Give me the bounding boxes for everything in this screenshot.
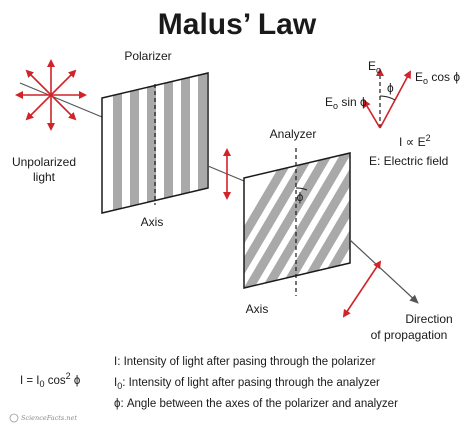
legend-line-intensity-polarizer: I: Intensity of light after pasing throu… (114, 356, 376, 368)
proportionality-label: I ∝ E2 (399, 133, 431, 149)
sciencefacts-logo: ScienceFacts.net (9, 413, 77, 423)
polarizer-panel (101, 72, 209, 214)
polarizer-label: Polarizer (124, 49, 171, 63)
analyzer-axis-label: Axis (246, 302, 269, 316)
field-vector-diagram: Eo Eo cos ϕ Eo sin ϕ ϕ I ∝ E2 E: Electri… (325, 59, 460, 168)
direction-label-line1: Direction (405, 312, 452, 326)
e0-label: Eo (368, 59, 381, 75)
unpolarized-light-label-line2: light (33, 170, 56, 184)
e0-sin-vector-arrow-icon (362, 99, 381, 129)
unpolarized-light-starburst-icon (15, 59, 87, 131)
electric-field-label: E: Electric field (369, 154, 448, 168)
malus-formula: I = I0 cos2 ϕ (20, 371, 80, 389)
propagation-ray-middle (207, 165, 245, 182)
e0-sin-label: Eo sin ϕ (325, 95, 367, 111)
polarizer-axis-label: Axis (141, 215, 164, 229)
vector-angle-phi: ϕ (387, 81, 394, 95)
transmitted-light-arrow-down-icon (342, 288, 363, 318)
propagation-ray-start (19, 82, 103, 118)
legend-line-angle: ϕ: Angle between the axes of the polariz… (114, 398, 398, 410)
e0-cos-label: Eo cos ϕ (415, 70, 460, 86)
watermark-text: ScienceFacts.net (21, 414, 77, 422)
analyzer-label: Analyzer (270, 127, 317, 141)
page-title: Malus’ Law (158, 8, 317, 41)
analyzer-angle-phi: ϕ (297, 190, 304, 204)
direction-label-line2: of propagation (371, 328, 448, 342)
propagation-ray-end (349, 239, 419, 304)
transmitted-light-arrow-up-icon (361, 260, 382, 290)
legend-line-intensity-analyzer: I0: Intensity of light after pasing thro… (114, 377, 380, 391)
unpolarized-light-label-line1: Unpolarized (12, 155, 76, 169)
